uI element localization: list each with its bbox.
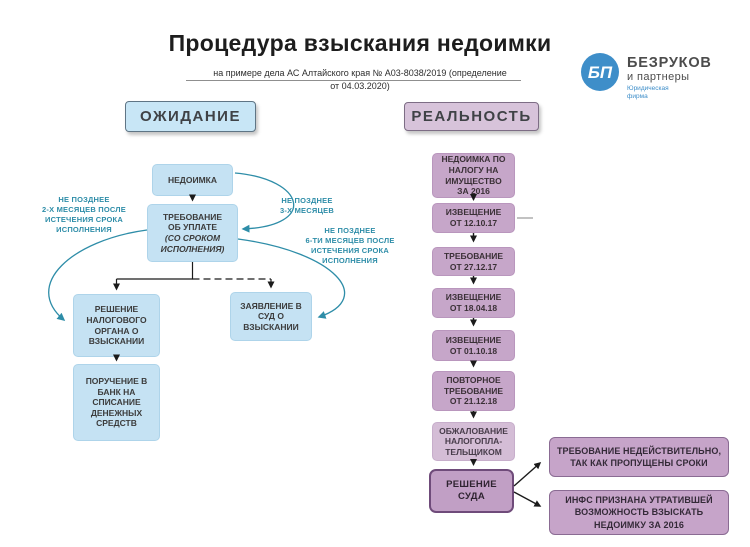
node-nedoimka: НЕДОИМКА [152, 164, 233, 196]
subtitle-line2: от 04.03.2020) [330, 81, 390, 91]
node-poruchenie-v-bank: ПОРУЧЕНИЕ В БАНК НА СПИСАНИЕ ДЕНЕЖНЫХ СР… [73, 364, 160, 441]
reality-step-izveshchenie-011018: ИЗВЕЩЕНИЕ ОТ 01.10.18 [432, 330, 515, 361]
node-reshenie-nalogovogo-organa: РЕШЕНИЕ НАЛОГОВОГО ОРГАНА О ВЗЫСКАНИИ [73, 294, 160, 357]
reality-step-obzhalovanie: ОБЖАЛОВАНИЕ НАЛОГОПЛА- ТЕЛЬЩИКОМ [432, 422, 515, 461]
line-trebovanie-down [116, 262, 194, 280]
subtitle-line1: на примере дела АС Алтайского края № А03… [213, 68, 507, 78]
label-not-later-6-months: НЕ ПОЗДНЕЕ 6-ТИ МЕСЯЦЕВ ПОСЛЕ ИСТЕЧЕНИЯ … [305, 226, 395, 265]
reality-step-izveshchenie-121017: ИЗВЕЩЕНИЕ ОТ 12.10.17 [432, 203, 515, 233]
svg-text:БП: БП [588, 63, 613, 82]
reality-step-izveshchenie-180418: ИЗВЕЩЕНИЕ ОТ 18.04.18 [432, 288, 515, 318]
logo-firm-name2: и партнеры [627, 71, 690, 83]
reality-step-trebovanie-271217: ТРЕБОВАНИЕ ОТ 27.12.17 [432, 247, 515, 276]
law-firm-logo: БП БЕЗРУКОВ и партнеры Юридическая фирма [580, 50, 740, 100]
page-title: Процедура взыскания недоимки [168, 30, 552, 56]
node-zayavlenie-v-sud: ЗАЯВЛЕНИЕ В СУД О ВЗЫСКАНИИ [230, 292, 312, 341]
label-not-later-2-months: НЕ ПОЗДНЕЕ 2-Х МЕСЯЦЕВ ПОСЛЕ ИСТЕЧЕНИЯ С… [42, 195, 126, 234]
subtitle-divider [186, 80, 521, 81]
expectation-header: ОЖИДАНИЕ [125, 101, 256, 132]
arrow-court-to-outcome1 [513, 462, 542, 487]
reality-header: РЕАЛЬНОСТЬ [404, 102, 539, 131]
label-not-later-3-months: НЕ ПОЗДНЕЕ 3-Х МЕСЯЦЕВ [280, 196, 334, 215]
reality-step-povtornoe-trebovanie: ПОВТОРНОЕ ТРЕБОВАНИЕ ОТ 21.12.18 [432, 371, 515, 411]
arrow-court-to-outcome2 [513, 491, 542, 507]
logo-firm-name: БЕЗРУКОВ [627, 55, 712, 71]
reality-step-reshenie-suda: РЕШЕНИЕ СУДА [429, 469, 514, 513]
logo-monogram-icon: БП [581, 53, 619, 91]
logo-tagline: Юридическая фирма [627, 85, 669, 100]
reality-step-nedoimka-2016: НЕДОИМКА ПО НАЛОГУ НА ИМУЩЕСТВО ЗА 2016 [432, 153, 515, 198]
outcome-trebovanie-nedeistvitelno: ТРЕБОВАНИЕ НЕДЕЙСТВИТЕЛЬНО, ТАК КАК ПРОП… [549, 437, 729, 477]
page-subtitle: на примере дела АС Алтайского края № А03… [140, 67, 580, 93]
outcome-infs-utratila-vozmozhnost: ИНФС ПРИЗНАНА УТРАТИВШЕЙ ВОЗМОЖНОСТЬ ВЗЫ… [549, 490, 729, 535]
node-trebovanie-note: (СО СРОКОМ ИСПОЛНЕНИЯ) [160, 233, 225, 254]
node-trebovanie-text: ТРЕБОВАНИЕ ОБ УПЛАТЕ [162, 211, 223, 233]
node-trebovanie-ob-uplate: ТРЕБОВАНИЕ ОБ УПЛАТЕ (СО СРОКОМ ИСПОЛНЕН… [147, 204, 238, 262]
